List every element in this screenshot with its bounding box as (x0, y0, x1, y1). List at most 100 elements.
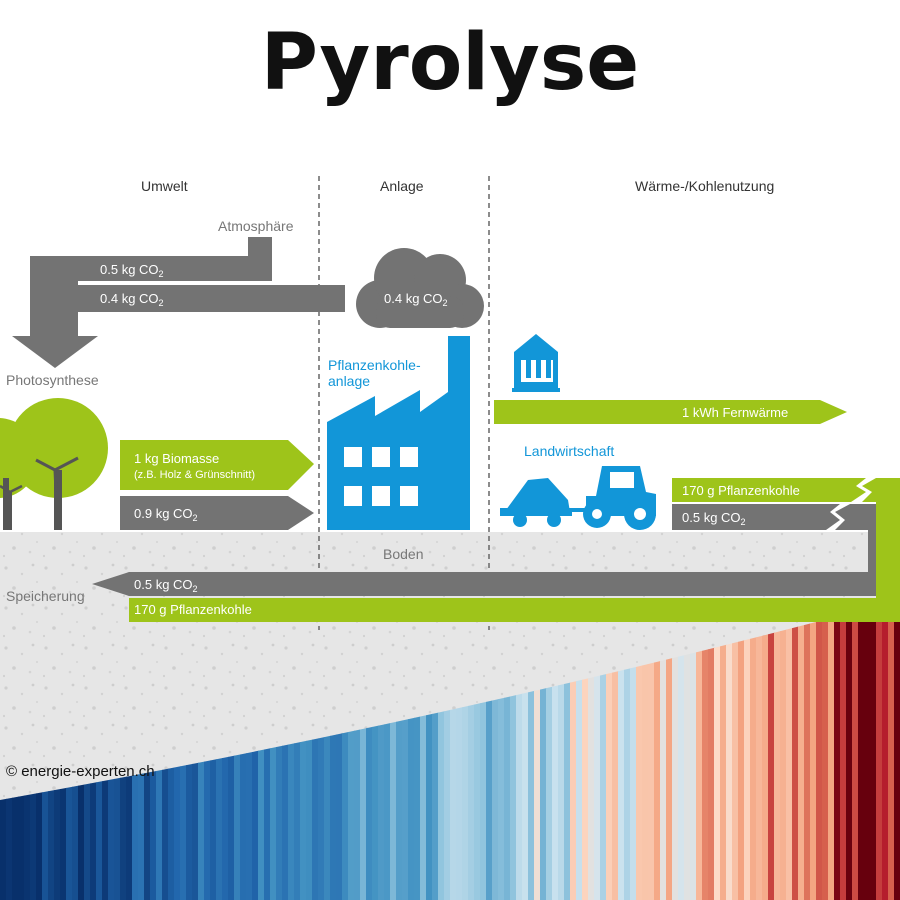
warming-stripe (408, 600, 415, 900)
warming-stripe (870, 600, 877, 900)
warming-stripe (474, 600, 481, 900)
warming-stripe (894, 600, 900, 900)
wind-turbine-icon (0, 456, 79, 530)
warming-stripe (378, 600, 385, 900)
warming-stripe (324, 600, 331, 900)
warming-stripe (678, 600, 685, 900)
warming-stripe (354, 600, 361, 900)
warming-stripe (744, 600, 751, 900)
label-co2-05-bottom: 0.5 kg CO2 (134, 577, 198, 594)
warming-stripe (498, 600, 505, 900)
warming-stripe (786, 600, 793, 900)
warming-stripe (600, 600, 607, 900)
atmosphere-flow-04 (12, 285, 345, 368)
warming-stripe (612, 600, 619, 900)
warming-stripe (858, 600, 865, 900)
warming-stripe (588, 600, 595, 900)
warming-stripe (546, 600, 553, 900)
warming-stripe (492, 600, 499, 900)
label-photosynthese: Photosynthese (6, 372, 99, 388)
warming-stripe (306, 600, 313, 900)
warming-stripe (462, 600, 469, 900)
co2-05-top-arrow (672, 504, 840, 530)
warming-stripe (864, 600, 871, 900)
warming-stripe (438, 600, 445, 900)
warming-stripe (732, 600, 739, 900)
warming-stripe (684, 600, 691, 900)
tree-icon (0, 398, 108, 530)
section-waerme: Wärme-/Kohlenutzung (635, 178, 775, 194)
warming-stripe (342, 600, 349, 900)
warming-stripe (456, 600, 463, 900)
warming-stripe (804, 600, 811, 900)
warming-stripe (810, 600, 817, 900)
warming-stripe (714, 600, 721, 900)
warming-stripe (840, 600, 847, 900)
warming-stripe (318, 600, 325, 900)
warming-stripe (372, 600, 379, 900)
warming-stripe (846, 600, 853, 900)
warming-stripe (420, 600, 427, 900)
label-atmosphaere: Atmosphäre (218, 218, 294, 234)
warming-stripe (672, 600, 679, 900)
warming-stripe (450, 600, 457, 900)
label-speicherung: Speicherung (6, 588, 85, 604)
warming-stripe (750, 600, 757, 900)
warming-stripe (702, 600, 709, 900)
warming-stripe (510, 600, 517, 900)
warming-stripe (522, 600, 529, 900)
warming-stripe (294, 600, 301, 900)
warming-stripe (570, 600, 577, 900)
warming-stripe (738, 600, 745, 900)
warming-stripe (312, 600, 319, 900)
warming-stripe (390, 600, 397, 900)
warming-stripe (432, 600, 439, 900)
warming-stripe (348, 600, 355, 900)
page-title: Pyrolyse (260, 18, 640, 108)
warming-stripe (792, 600, 799, 900)
warming-stripe (288, 600, 295, 900)
label-pflanzenkohle-anlage-2: anlage (328, 373, 371, 389)
warming-stripe (828, 600, 835, 900)
factory-icon (327, 336, 470, 530)
cloud-icon (356, 248, 484, 328)
warming-stripe (816, 600, 823, 900)
label-co2-05-top: 0.5 kg CO2 (682, 510, 746, 527)
warming-stripe (666, 600, 673, 900)
warming-stripe (762, 600, 769, 900)
warming-stripe (270, 600, 277, 900)
pk-top-arrow (672, 478, 866, 502)
label-cloud-04: 0.4 kg CO2 (384, 291, 448, 308)
warming-stripe (516, 600, 523, 900)
warming-stripe (330, 600, 337, 900)
warming-stripe (630, 600, 637, 900)
storage-loop-gray-fill (92, 504, 896, 596)
label-atm-04: 0.4 kg CO2 (100, 291, 164, 308)
warming-stripe (834, 600, 841, 900)
warming-stripe (690, 600, 697, 900)
warming-stripe (396, 600, 403, 900)
warming-stripe (534, 600, 541, 900)
label-atm-05: 0.5 kg CO2 (100, 262, 164, 279)
warming-stripe (300, 600, 307, 900)
warming-stripe (618, 600, 625, 900)
fernwaerme-arrow (494, 400, 847, 424)
warming-stripe (480, 600, 487, 900)
warming-stripe (606, 600, 613, 900)
label-pk-top: 170 g Pflanzenkohle (682, 483, 800, 498)
label-co2-09: 0.9 kg CO2 (134, 506, 198, 523)
warming-stripe (582, 600, 589, 900)
label-boden: Boden (383, 546, 424, 562)
co2-09-arrow (120, 496, 314, 530)
warming-stripe (540, 600, 547, 900)
storage-loop-green (129, 478, 900, 622)
warming-stripe (822, 600, 829, 900)
warming-stripe (336, 600, 343, 900)
warming-stripe (642, 600, 649, 900)
warming-stripe (366, 600, 373, 900)
warming-stripe (264, 600, 271, 900)
warming-stripe (708, 600, 715, 900)
label-biomasse: 1 kg Biomasse (134, 451, 220, 466)
